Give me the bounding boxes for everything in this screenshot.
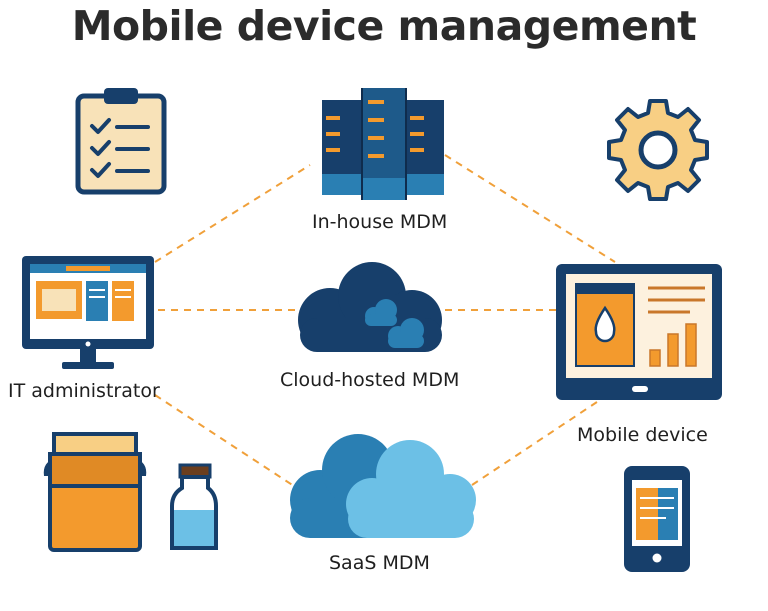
it-administrator-label: IT administrator: [8, 380, 160, 402]
connector-admin-saas: [154, 394, 301, 491]
inhouse-mdm-label: In-house MDM: [312, 211, 448, 233]
cloud-icon: [298, 262, 442, 352]
mobile-device-label: Mobile device: [577, 424, 708, 446]
milk-can-icon: [43, 432, 147, 552]
desktop-monitor-icon: [22, 256, 154, 369]
connectors: [154, 154, 616, 491]
milk-bottle-icon: [170, 463, 218, 550]
saas-cloud-icon: [290, 434, 476, 538]
smartphone-icon: [624, 466, 690, 572]
clipboard-checklist-icon: [75, 88, 167, 195]
connector-admin-inhouse: [154, 164, 311, 263]
saas-mdm-label: SaaS MDM: [329, 552, 430, 574]
gear-icon: [607, 99, 709, 201]
diagram-title: Mobile device management: [71, 2, 697, 50]
server-rack-icon: [322, 88, 444, 200]
tablet-icon: [556, 264, 722, 400]
connector-inhouse-mobile: [444, 154, 616, 263]
cloud-hosted-mdm-label: Cloud-hosted MDM: [280, 369, 460, 391]
